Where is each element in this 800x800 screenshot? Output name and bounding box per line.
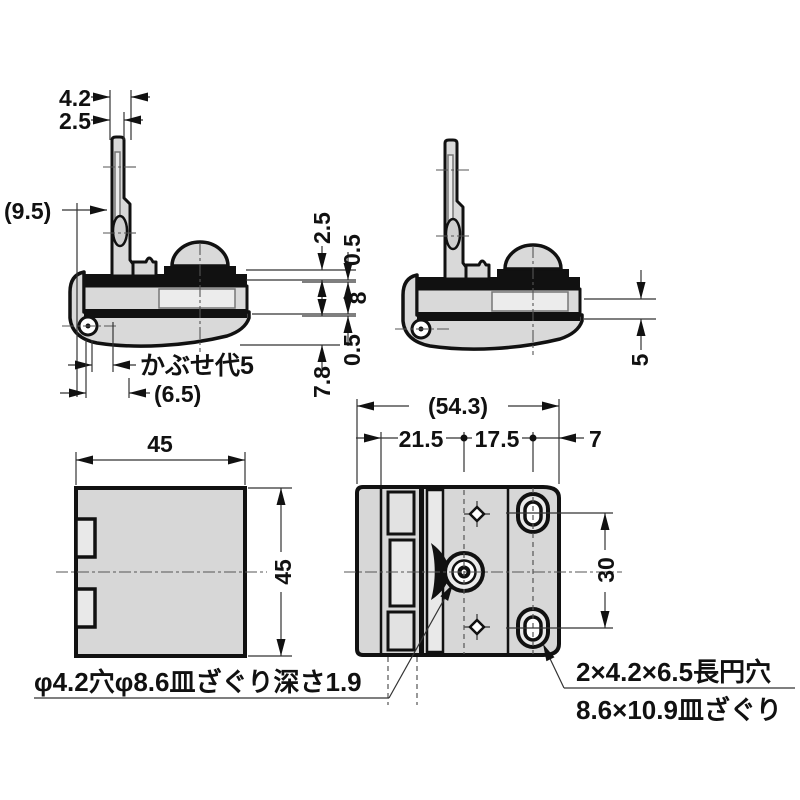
dimension-5: 5 (584, 270, 656, 366)
dim-label-2-5-top: 2.5 (59, 108, 91, 134)
dim-label-7: 7 (589, 426, 602, 452)
dim-label-8: 8 (345, 291, 371, 304)
dim-label-9-5: (9.5) (4, 198, 51, 224)
dimension-chain-top: 21.5 17.5 7 (356, 426, 602, 485)
side-view-open: 5 (393, 138, 656, 366)
dim-label-panel-width: 45 (147, 431, 173, 457)
dim-label-overall: (54.3) (428, 393, 488, 419)
slot-note-line2: 8.6×10.9皿ざぐり (576, 695, 782, 725)
dim-label-30: 30 (593, 557, 619, 583)
dim-label-0-5-lower: 0.5 (339, 334, 365, 366)
dim-label-21-5: 21.5 (399, 426, 444, 452)
dim-label-overlay: かぶせ代5 (140, 352, 254, 380)
dimension-panel-height: 45 (248, 487, 296, 657)
slot-note-line1: 2×4.2×6.5長円穴 (576, 657, 771, 687)
dimension-slot-pitch: 30 (593, 513, 619, 628)
countersink-note: φ4.2穴φ8.6皿ざぐり深さ1.9 (34, 581, 457, 699)
slot-note: 2×4.2×6.5長円穴 8.6×10.9皿ざぐり (538, 642, 795, 725)
dimension-panel-width: 45 (75, 431, 246, 485)
countersink-note-label: φ4.2穴φ8.6皿ざぐり深さ1.9 (34, 667, 362, 697)
side-view-closed: 4.2 2.5 (9.5) (4, 85, 371, 407)
dim-label-0-5-upper: 0.5 (339, 234, 365, 266)
hole-center-mark-bottom (464, 614, 490, 640)
dim-label-7-8: 7.8 (309, 366, 335, 398)
hole-center-mark-top (464, 501, 490, 527)
dimension-2-5-top: 2.5 (59, 108, 143, 140)
dimension-4-2: 4.2 (59, 85, 150, 140)
dimension-overall-width: (54.3) (356, 393, 560, 484)
dim-label-panel-height: 45 (270, 559, 296, 585)
dimension-chain-right: 2.5 7.8 0.5 8 0.5 (240, 212, 371, 398)
dimension-6-5: (6.5) (60, 340, 201, 407)
dim-label-2-5-right: 2.5 (309, 212, 335, 244)
dim-label-4-2: 4.2 (59, 85, 91, 111)
dim-label-17-5: 17.5 (475, 426, 520, 452)
plan-view: (54.3) 21.5 17.5 7 30 (344, 393, 622, 705)
door-panel-view: 45 45 (56, 431, 296, 658)
dim-label-5: 5 (627, 353, 653, 366)
dimension-overlay: かぶせ代5 (68, 322, 254, 380)
dim-label-6-5: (6.5) (154, 381, 201, 407)
